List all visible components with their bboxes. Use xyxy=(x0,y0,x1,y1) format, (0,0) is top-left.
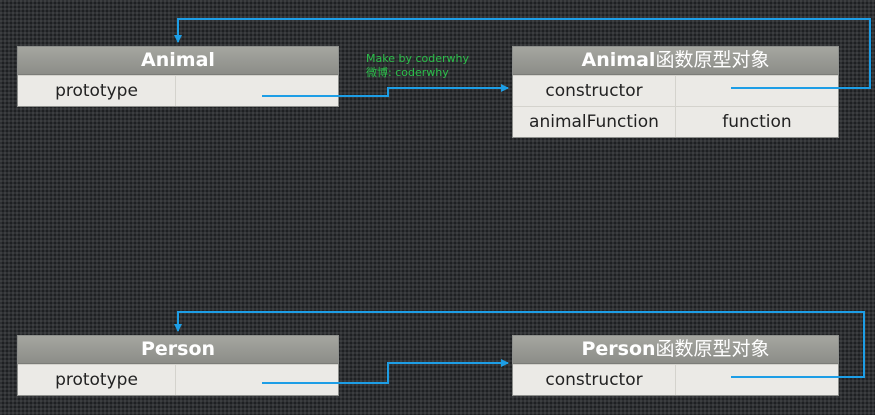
animal-proto-constructor-row: constructor xyxy=(513,75,838,106)
animal-proto-title-en: Animal xyxy=(581,49,656,71)
animal-proto-function-row: animalFunction function xyxy=(513,106,838,137)
animal-prototype-arrow xyxy=(262,84,509,97)
animal-proto-constructor-key: constructor xyxy=(513,76,676,106)
animal-box-title: Animal xyxy=(18,47,338,75)
person-proto-title-zh: 函数原型对象 xyxy=(655,338,770,360)
person-proto-title-en: Person xyxy=(581,338,656,360)
animal-proto-function-key: animalFunction xyxy=(513,107,676,137)
person-box-title: Person xyxy=(18,336,338,364)
animal-constructor-box: Animal prototype xyxy=(17,46,339,107)
animal-constructor-arrow xyxy=(174,18,871,89)
person-prototype-row: prototype xyxy=(18,364,338,395)
watermark-line-2: 微博: coderwhy xyxy=(366,66,449,79)
watermark: Make by coderwhy 微博: coderwhy xyxy=(366,52,469,80)
person-proto-constructor-key: constructor xyxy=(513,365,676,395)
watermark-line-1: Make by coderwhy xyxy=(366,52,469,65)
animal-proto-title-zh: 函数原型对象 xyxy=(655,49,770,71)
animal-prototype-object-box: Animal函数原型对象 constructor animalFunction … xyxy=(512,46,839,138)
animal-proto-title: Animal函数原型对象 xyxy=(513,47,838,75)
person-constructor-arrow xyxy=(174,311,865,378)
person-proto-constructor-row: constructor xyxy=(513,364,838,395)
person-prototype-object-box: Person函数原型对象 constructor xyxy=(512,335,839,396)
person-prototype-arrow xyxy=(262,359,509,384)
person-proto-title: Person函数原型对象 xyxy=(513,336,838,364)
animal-prototype-row: prototype xyxy=(18,75,338,106)
person-constructor-box: Person prototype xyxy=(17,335,339,396)
person-prototype-key: prototype xyxy=(18,365,176,395)
animal-prototype-key: prototype xyxy=(18,76,176,106)
animal-proto-function-value: function xyxy=(722,112,792,132)
